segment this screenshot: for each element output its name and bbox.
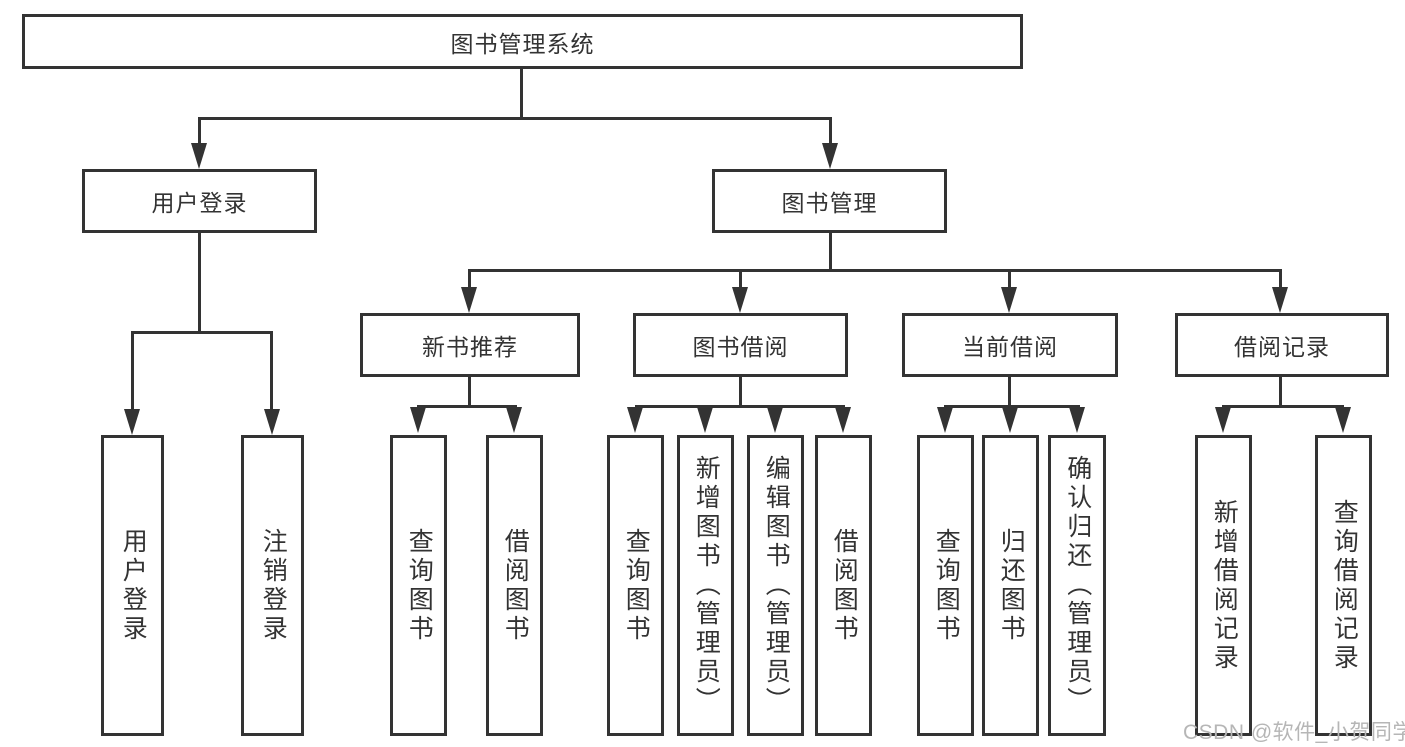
node-current-borrow-label: 当前借阅 bbox=[962, 334, 1058, 360]
connector-line bbox=[829, 117, 832, 146]
connector-arrow bbox=[1002, 407, 1018, 433]
connector-line bbox=[1008, 269, 1011, 289]
connector-line bbox=[829, 233, 832, 272]
node-borrow-records-label: 借阅记录 bbox=[1234, 334, 1330, 360]
connector-line bbox=[417, 405, 517, 408]
node-book-management-label: 图书管理 bbox=[781, 190, 878, 216]
connector-line bbox=[198, 117, 832, 120]
connector-line bbox=[739, 269, 742, 289]
connector-line bbox=[198, 117, 201, 146]
leaf-recommend-query-book-label: 查询图书 bbox=[405, 527, 434, 644]
leaf-logout: 注销登录 bbox=[241, 435, 304, 736]
connector-line bbox=[1279, 269, 1282, 289]
connector-arrow bbox=[822, 143, 838, 169]
connector-line bbox=[131, 331, 134, 411]
connector-arrow bbox=[627, 407, 643, 433]
leaf-add-borrow-record-label: 新增借阅记录 bbox=[1210, 498, 1239, 673]
connector-line bbox=[739, 377, 742, 408]
node-book-management: 图书管理 bbox=[712, 169, 947, 233]
leaf-add-book-admin: 新增图书（管理员） bbox=[677, 435, 734, 736]
connector-arrow bbox=[1335, 407, 1351, 433]
leaf-recommend-query-book: 查询图书 bbox=[390, 435, 447, 736]
connector-arrow bbox=[697, 407, 713, 433]
leaf-confirm-return-admin: 确认归还（管理员） bbox=[1048, 435, 1106, 736]
leaf-borrow-book: 借阅图书 bbox=[815, 435, 872, 736]
leaf-add-book-admin-label: 新增图书（管理员） bbox=[692, 455, 721, 716]
leaf-user-login: 用户登录 bbox=[101, 435, 164, 736]
node-user-login-label: 用户登录 bbox=[151, 190, 248, 216]
connector-line bbox=[468, 269, 1282, 272]
node-root: 图书管理系统 bbox=[22, 14, 1023, 69]
connector-arrow bbox=[461, 287, 477, 313]
connector-line bbox=[1222, 405, 1344, 408]
connector-line bbox=[468, 269, 471, 289]
connector-arrow bbox=[835, 407, 851, 433]
node-current-borrow: 当前借阅 bbox=[902, 313, 1118, 377]
csdn-watermark: CSDN @软件_小贺同学 bbox=[1183, 721, 1405, 744]
leaf-return-book: 归还图书 bbox=[982, 435, 1039, 736]
node-book-borrow: 图书借阅 bbox=[633, 313, 848, 377]
leaf-edit-book-admin: 编辑图书（管理员） bbox=[747, 435, 804, 736]
connector-arrow bbox=[410, 407, 426, 433]
node-new-book-recommend: 新书推荐 bbox=[360, 313, 580, 377]
leaf-query-borrow-record: 查询借阅记录 bbox=[1315, 435, 1372, 736]
leaf-borrow-query-book-label: 查询图书 bbox=[622, 527, 651, 644]
connector-arrow bbox=[124, 409, 140, 435]
connector-line bbox=[270, 331, 273, 411]
connector-arrow bbox=[1001, 287, 1017, 313]
connector-arrow bbox=[732, 287, 748, 313]
leaf-current-query-book-label: 查询图书 bbox=[932, 527, 961, 644]
node-new-book-recommend-label: 新书推荐 bbox=[422, 334, 518, 360]
connector-arrow bbox=[191, 143, 207, 169]
connector-arrow bbox=[1069, 407, 1085, 433]
leaf-recommend-borrow-book-label: 借阅图书 bbox=[501, 527, 530, 644]
leaf-query-borrow-record-label: 查询借阅记录 bbox=[1330, 498, 1359, 673]
connector-arrow bbox=[264, 409, 280, 435]
leaf-recommend-borrow-book: 借阅图书 bbox=[486, 435, 543, 736]
connector-arrow bbox=[767, 407, 783, 433]
leaf-current-query-book: 查询图书 bbox=[917, 435, 974, 736]
connector-line bbox=[198, 233, 201, 334]
leaf-add-borrow-record: 新增借阅记录 bbox=[1195, 435, 1252, 736]
leaf-return-book-label: 归还图书 bbox=[997, 527, 1026, 644]
node-root-label: 图书管理系统 bbox=[450, 30, 595, 57]
leaf-confirm-return-admin-label: 确认归还（管理员） bbox=[1063, 455, 1092, 716]
connector-line bbox=[1279, 377, 1282, 408]
connector-arrow bbox=[1272, 287, 1288, 313]
connector-line bbox=[520, 69, 523, 118]
connector-line bbox=[635, 405, 845, 408]
connector-line bbox=[1008, 377, 1011, 408]
leaf-borrow-query-book: 查询图书 bbox=[607, 435, 664, 736]
connector-arrow bbox=[506, 407, 522, 433]
leaf-logout-label: 注销登录 bbox=[259, 527, 288, 644]
connector-arrow bbox=[1215, 407, 1231, 433]
connector-line bbox=[468, 377, 471, 408]
node-book-borrow-label: 图书借阅 bbox=[692, 334, 789, 360]
leaf-borrow-book-label: 借阅图书 bbox=[830, 527, 859, 644]
leaf-user-login-label: 用户登录 bbox=[119, 527, 148, 644]
connector-line bbox=[131, 331, 273, 334]
node-user-login: 用户登录 bbox=[82, 169, 317, 233]
leaf-edit-book-admin-label: 编辑图书（管理员） bbox=[762, 455, 791, 716]
connector-arrow bbox=[937, 407, 953, 433]
node-borrow-records: 借阅记录 bbox=[1175, 313, 1389, 377]
connector-line bbox=[944, 405, 1080, 408]
